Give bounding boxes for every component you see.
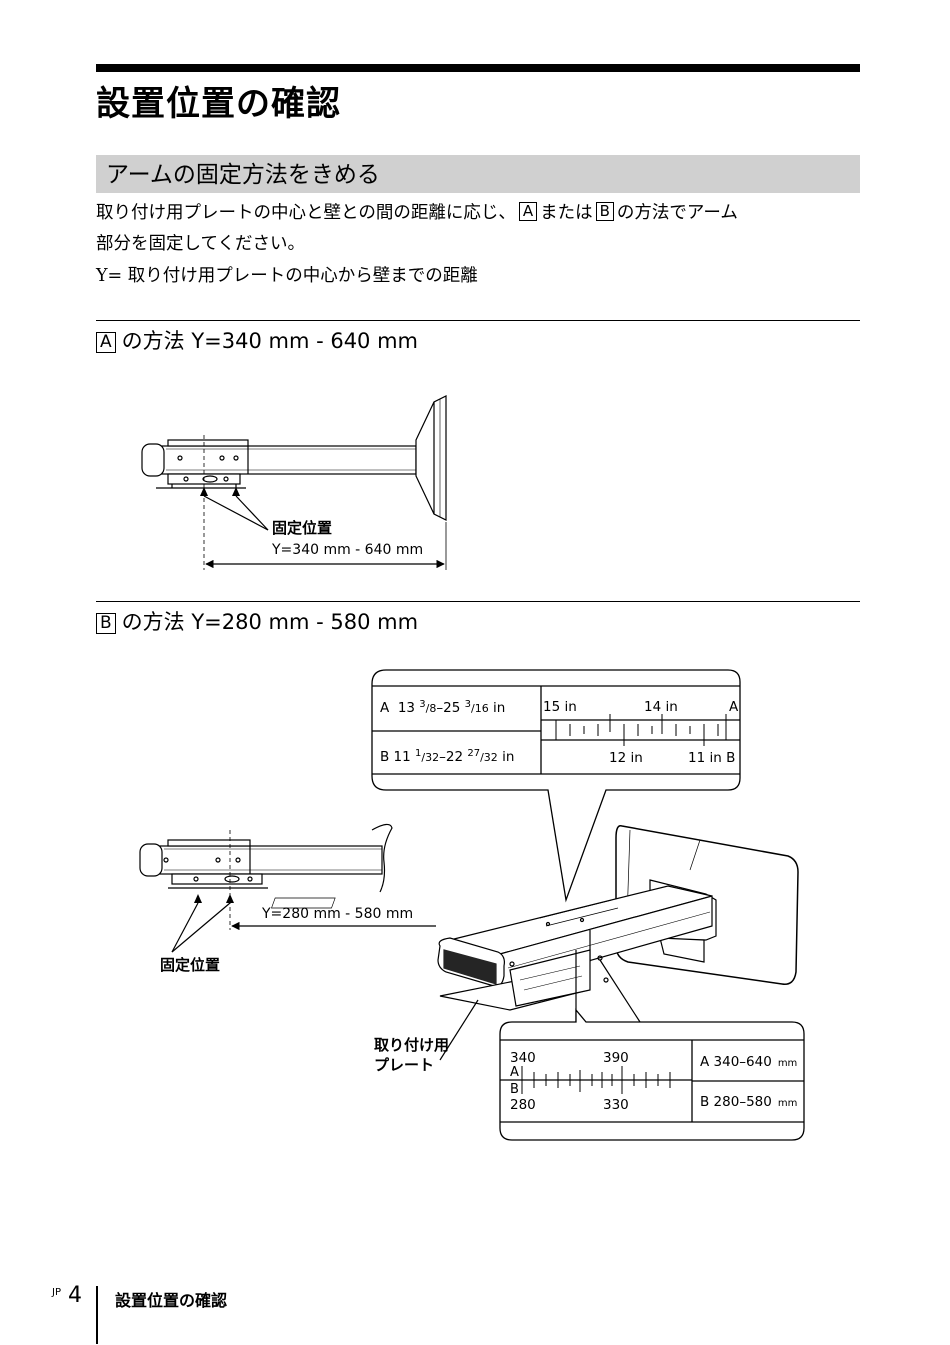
footer-divider xyxy=(96,1286,98,1344)
mm-scale-330: 330 xyxy=(603,1097,629,1113)
inch-scale-11: 11 in B xyxy=(688,750,735,766)
inch-row-b: B 11 1/32–22 27/32 in xyxy=(380,748,514,765)
inch-scale-15: 15 in xyxy=(543,699,577,715)
intro-box-a: A xyxy=(518,202,538,221)
intro-line-2: 部分を固定してください。 xyxy=(96,234,305,254)
footer-page-number: 4 xyxy=(68,1283,82,1308)
intro-text-pre: 取り付け用プレートの中心と壁との間の距離に応じ、 xyxy=(96,203,516,223)
intro-box-b: B xyxy=(595,202,614,221)
method-a-fix-label: 固定位置 xyxy=(272,519,332,537)
title-bar-rule xyxy=(96,64,860,72)
mm-scale-340: 340 xyxy=(510,1050,536,1066)
inch-scale-mark-a: A xyxy=(729,699,739,715)
method-b-heading-text: の方法 Y=280 mm - 580 mm xyxy=(121,610,419,634)
method-b-box: B xyxy=(96,613,116,634)
plate-label-leader xyxy=(439,999,479,1061)
plate-label-line-2: プレート xyxy=(374,1056,434,1074)
inch-callout xyxy=(371,669,741,903)
method-a-range-label: Y=340 mm - 640 mm xyxy=(271,542,423,558)
mm-callout xyxy=(499,1008,805,1141)
plate-label-line-1: 取り付け用 xyxy=(374,1036,449,1054)
mm-scale-mark-b: B xyxy=(510,1082,519,1097)
method-a-box: A xyxy=(96,332,116,353)
method-b-rule xyxy=(96,601,860,602)
inch-scale-12: 12 in xyxy=(609,750,643,766)
mm-scale-280: 280 xyxy=(510,1097,536,1113)
method-b-fix-label: 固定位置 xyxy=(160,956,220,974)
mm-scale-390: 390 xyxy=(603,1050,629,1066)
method-a-diagram xyxy=(141,395,447,570)
intro-text-post: の方法でアーム xyxy=(616,203,738,223)
method-a-rule xyxy=(96,320,860,321)
intro-line-3: Y= 取り付け用プレートの中心から壁までの距離 xyxy=(96,266,478,286)
footer-title: 設置位置の確認 xyxy=(115,1291,228,1310)
mm-scale-mark-a: A xyxy=(510,1065,519,1080)
method-a-heading-text: の方法 Y=340 mm - 640 mm xyxy=(121,329,419,353)
footer-jp-mark: JP xyxy=(52,1287,61,1298)
intro-text-mid: または xyxy=(540,203,593,223)
method-b-3d-view xyxy=(271,825,799,1023)
inch-scale-14: 14 in xyxy=(644,699,678,715)
page-title: 設置位置の確認 xyxy=(96,84,341,124)
section-heading: アームの固定方法をきめる xyxy=(96,155,860,193)
method-b-range-label: Y=280 mm - 580 mm xyxy=(261,906,413,922)
inch-row-a: A 13 3/8–25 3/16 in xyxy=(380,699,505,716)
method-b-side-view xyxy=(139,823,436,953)
